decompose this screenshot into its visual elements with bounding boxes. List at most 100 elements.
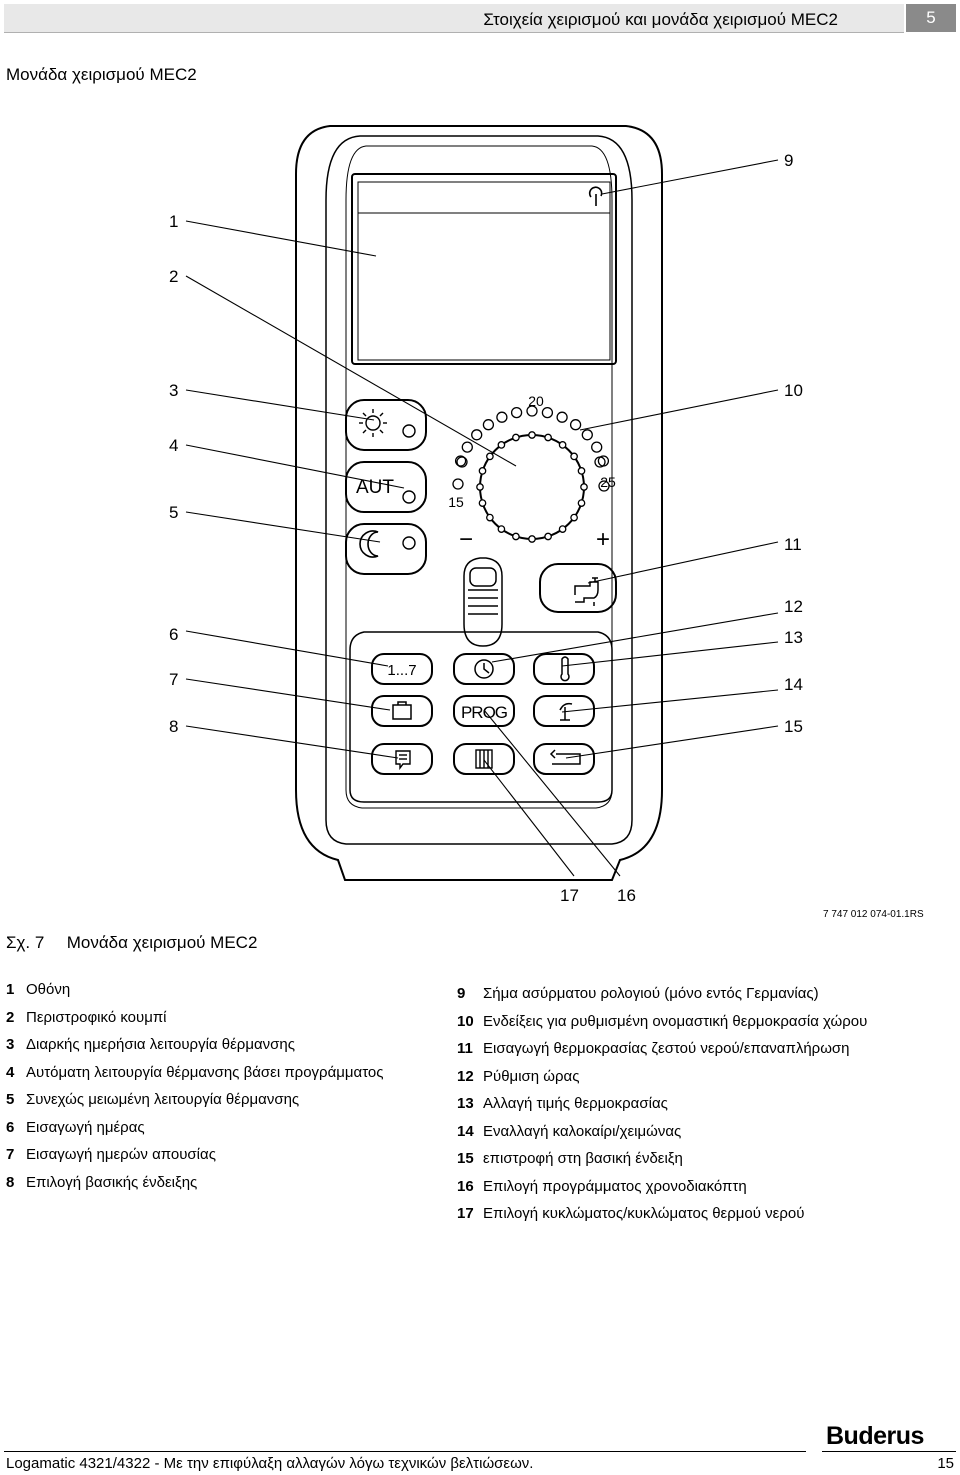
dial-label-15: 15 [448, 494, 464, 510]
return-icon [549, 749, 581, 765]
umbrella-icon [559, 702, 573, 721]
callout-14: 14 [784, 675, 803, 694]
night-mode-button[interactable] [345, 523, 427, 575]
legend-text: Ενδείξεις για ρυθμισμένη ονομαστική θερμ… [483, 1012, 868, 1030]
knob-grip-notch [512, 532, 520, 541]
knob-grip-notch [558, 441, 567, 449]
moon-icon [359, 530, 379, 558]
legend-num: 8 [6, 1173, 15, 1191]
figure-mec2: AUT 20 15 25 − + 1...7 [0, 90, 960, 930]
temperature-led [461, 441, 473, 453]
callout-16: 16 [617, 886, 636, 905]
prog-button[interactable] [453, 695, 515, 727]
aut-button-label: AUT [356, 477, 394, 498]
figure-code: 7 747 012 074-01.1RS [823, 909, 924, 920]
callout-5: 5 [169, 503, 178, 522]
hot-water-button[interactable] [539, 563, 617, 613]
footer-rule [4, 1451, 806, 1452]
page-number: 15 [937, 1455, 954, 1472]
auto-mode-button[interactable] [345, 461, 427, 513]
legend-num: 13 [457, 1095, 474, 1112]
legend-text: Οθόνη [26, 981, 71, 998]
knob-grip-notch [512, 433, 520, 442]
temperature-led [556, 411, 568, 423]
legend-text: Εισαγωγή θερμοκρασίας ζεστού νερού/επανα… [483, 1040, 850, 1057]
legend-item: 10 Ενδείξεις για ρυθμισμένη ονομαστική θε… [457, 1012, 867, 1040]
knob-grip-notch [577, 499, 586, 507]
callout-1: 1 [169, 212, 178, 231]
legend-text: Ρύθμιση ώρας [483, 1067, 580, 1085]
callout-8: 8 [169, 717, 178, 736]
legend-text: Εναλλαγή καλοκαίρι/χειμώνας [483, 1122, 682, 1140]
return-button[interactable] [533, 743, 595, 775]
callout-numbers: 1 2 3 4 5 6 7 8 9 10 11 12 13 14 15 17 1… [169, 151, 803, 905]
legend-num: 15 [457, 1150, 474, 1167]
knob-grip-notch [528, 535, 536, 543]
standard-display-button[interactable] [371, 743, 433, 775]
legend-item: 8 Επιλογή βασικής ένδειξης [6, 1173, 384, 1201]
keypad-area [349, 631, 613, 803]
menu-icon [395, 750, 411, 771]
logo-rule [822, 1451, 956, 1452]
legend-num: 10 [457, 1012, 474, 1030]
temperature-led [591, 441, 603, 453]
clock-button[interactable] [453, 653, 515, 685]
legend-text: επιστροφή στη βασική ένδειξη [483, 1150, 683, 1167]
temperature-led [526, 405, 538, 417]
legend-text: Επιλογή κυκλώματος/κυκλώματος θερμού νερ… [483, 1205, 805, 1222]
legend-text: Σήμα ασύρματου ρολογιού (μόνο εντός Γερμ… [483, 985, 819, 1002]
callout-10: 10 [784, 381, 803, 400]
holiday-button[interactable] [371, 695, 433, 727]
temperature-button[interactable] [533, 653, 595, 685]
knob-grip-notch [486, 452, 494, 461]
legend-item: 7 Εισαγωγή ημερών απουσίας [6, 1145, 384, 1173]
legend-text: Επιλογή βασικής ένδειξης [26, 1173, 198, 1191]
temperature-led [496, 411, 508, 423]
legend-num: 7 [6, 1146, 15, 1163]
display-screen [357, 181, 611, 361]
knob-grip-notch [478, 467, 487, 475]
legend-num: 1 [6, 981, 15, 998]
legend-text: Εισαγωγή ημερών απουσίας [26, 1146, 216, 1163]
day-input-button[interactable] [371, 653, 433, 685]
knob-grip-notch [580, 483, 588, 491]
knob-grip-notch [577, 467, 586, 475]
callout-7: 7 [169, 670, 178, 689]
temperature-led [541, 406, 554, 419]
radio-clock-icon [588, 186, 603, 206]
knob-grip-notch [497, 441, 506, 449]
legend-num: 5 [6, 1091, 15, 1108]
legend-num: 16 [457, 1177, 474, 1195]
temperature-led [510, 406, 523, 419]
legend-item: 15 επιστροφή στη βασική ένδειξη [457, 1149, 867, 1177]
temperature-led [581, 429, 593, 441]
rotary-knob[interactable] [479, 434, 585, 540]
temperature-leds [452, 405, 610, 492]
figure-caption: Σχ. 7 Μονάδα χειρισμού MEC2 [6, 933, 257, 953]
legend-num: 12 [457, 1067, 474, 1085]
day-mode-button[interactable] [345, 399, 427, 451]
legend-text: Επιλογή προγράμματος χρονοδιακόπτη [483, 1177, 747, 1195]
dial-label-20: 20 [528, 393, 544, 409]
caption-number: Σχ. 7 [6, 933, 45, 952]
summer-winter-button[interactable] [533, 695, 595, 727]
legend-num: 6 [6, 1118, 15, 1136]
legend-num: 3 [6, 1036, 15, 1053]
knob-grip-notch [558, 525, 567, 533]
knob-grip [476, 431, 588, 543]
callout-15: 15 [784, 717, 803, 736]
callout-2: 2 [169, 267, 178, 286]
timer-program-button[interactable] [453, 743, 515, 775]
legend-num: 11 [457, 1040, 473, 1057]
prog-button-label: PROG [461, 703, 507, 722]
legend-item: 16 Επιλογή προγράμματος χρονοδιακόπτη [457, 1177, 867, 1205]
legend-num: 4 [6, 1063, 15, 1081]
callout-17: 17 [560, 886, 579, 905]
knob-grip-notch [486, 513, 494, 522]
